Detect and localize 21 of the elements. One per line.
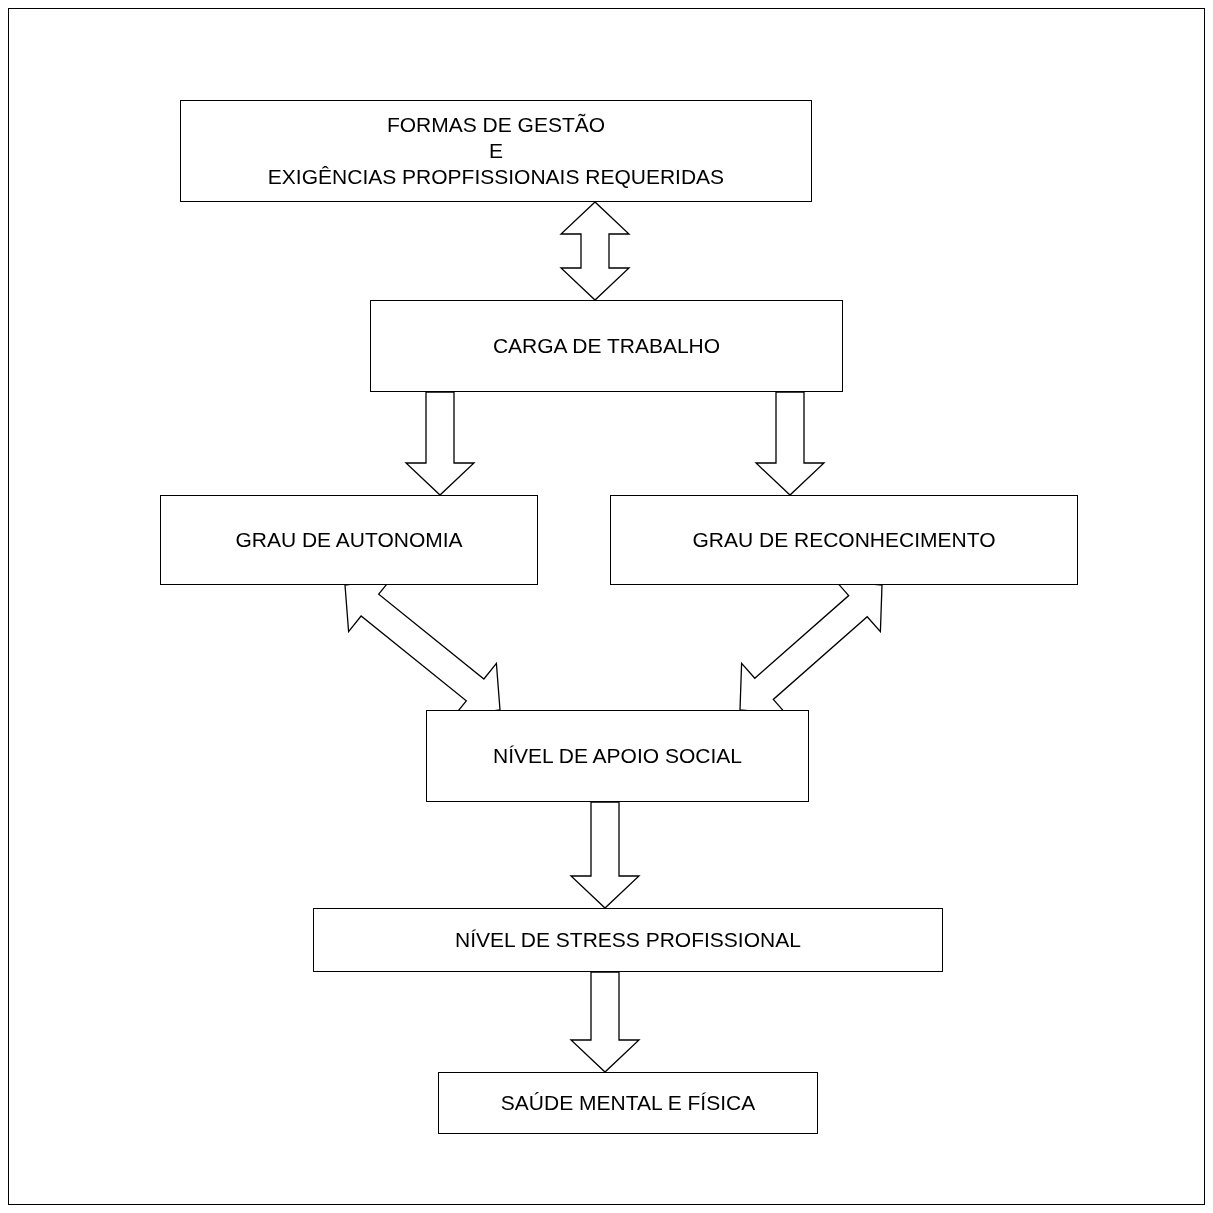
box-label: SAÚDE MENTAL E FÍSICA — [500, 1090, 756, 1116]
process-box — [370, 300, 843, 392]
block-arrow — [559, 201, 631, 301]
process-box — [438, 1072, 818, 1134]
block-arrow — [569, 971, 641, 1073]
box-label: FORMAS DE GESTÃO — [386, 112, 606, 138]
block-arrow — [404, 391, 476, 496]
process-box — [313, 908, 943, 972]
process-box — [610, 495, 1078, 585]
process-box — [180, 100, 812, 202]
box-label: E — [489, 138, 503, 164]
block-arrow — [754, 391, 826, 496]
box-label: EXIGÊNCIAS PROPFISSIONAIS REQUERIDAS — [267, 164, 725, 190]
box-label: NÍVEL DE STRESS PROFISSIONAL — [455, 927, 801, 953]
process-box — [426, 710, 809, 802]
box-label: GRAU DE RECONHECIMENTO — [692, 527, 996, 553]
box-label: CARGA DE TRABALHO — [492, 333, 721, 359]
block-arrow — [569, 801, 641, 909]
box-label: NÍVEL DE APOIO SOCIAL — [493, 743, 742, 769]
process-box — [160, 495, 538, 585]
box-label: GRAU DE AUTONOMIA — [235, 527, 463, 553]
